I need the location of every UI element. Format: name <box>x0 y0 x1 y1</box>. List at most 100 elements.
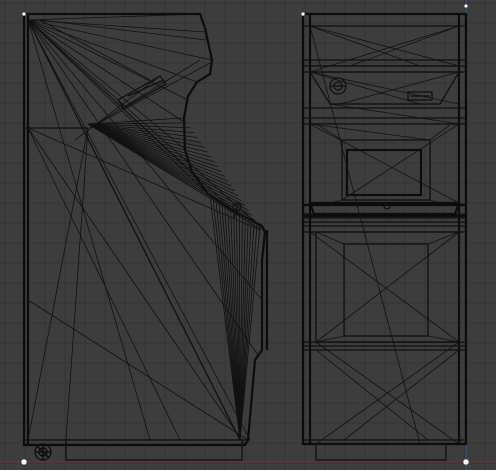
wire-edge <box>27 19 241 441</box>
arcade-cabinet-front-view[interactable] <box>300 3 470 466</box>
origin-vertex[interactable] <box>20 458 28 466</box>
wire-edge <box>27 19 259 356</box>
wire-edge <box>239 218 249 441</box>
wire-edge <box>239 222 255 441</box>
lower-door-panel <box>343 243 429 337</box>
wire-edge <box>309 123 460 204</box>
screen-display <box>345 148 423 197</box>
wire-edge <box>230 208 241 441</box>
wire-edge <box>239 215 243 441</box>
wire-edge <box>87 123 263 231</box>
wire-edge <box>329 103 460 125</box>
front-marquee <box>308 65 461 105</box>
wire-edge <box>309 25 460 67</box>
joystick-shaft <box>233 206 238 219</box>
wire-edge <box>27 19 251 441</box>
side-triangulation <box>27 13 263 446</box>
front-base-plinth <box>315 443 447 461</box>
wire-edge <box>27 19 213 61</box>
control-panel-detail <box>117 75 167 109</box>
wire-edge <box>227 206 241 441</box>
wire-edge <box>87 117 185 125</box>
lower-door-outer <box>315 231 460 343</box>
wire-edge <box>74 75 161 141</box>
wire-edge <box>27 19 211 197</box>
wire-edge <box>87 123 191 129</box>
wire-edge <box>27 19 263 229</box>
wire-edge <box>239 217 246 441</box>
wire-edge <box>87 123 246 207</box>
wire-edge <box>224 204 241 441</box>
control-deck <box>308 201 461 216</box>
wire-edge <box>309 25 460 73</box>
wire-edge <box>87 123 232 187</box>
wire-edge <box>233 210 241 441</box>
caster-wheel <box>34 443 52 461</box>
wire-edge <box>339 71 460 105</box>
front-joystick-knob[interactable] <box>383 202 391 210</box>
wire-edge <box>87 123 212 158</box>
joystick-knob[interactable] <box>232 202 242 212</box>
wire-edge <box>343 349 460 441</box>
wire-edge <box>27 19 263 301</box>
wire-edge <box>87 123 222 172</box>
wire-edge <box>87 123 242 202</box>
wire-edge <box>341 123 460 201</box>
wire-edge <box>87 123 198 138</box>
wire-edge <box>309 25 421 67</box>
screen-bevel-lines <box>317 124 451 207</box>
wire-edge <box>87 123 229 182</box>
origin-vertex[interactable] <box>463 3 469 9</box>
wire-edge <box>87 123 219 168</box>
wire-edge <box>39 19 207 41</box>
wire-edge <box>89 61 213 129</box>
wire-edge <box>27 127 261 231</box>
wire-edge <box>221 203 241 441</box>
wire-edge <box>87 123 236 192</box>
wire-edge <box>89 59 201 129</box>
wire-edge <box>215 199 241 441</box>
wire-edge <box>349 25 460 67</box>
wire-edge <box>27 19 187 151</box>
wire-edge <box>87 123 249 211</box>
wire-edge <box>87 123 205 148</box>
wire-edge <box>87 123 239 197</box>
wire-edge <box>315 231 460 343</box>
wire-edge <box>27 19 185 123</box>
wire-edge <box>65 127 89 441</box>
wire-edge <box>309 25 421 445</box>
wire-edge <box>27 127 89 441</box>
wire-edge <box>309 231 460 343</box>
wire-edge <box>87 123 253 216</box>
wire-edge <box>236 211 241 441</box>
wire-edge <box>27 19 151 441</box>
wire-edge <box>239 225 261 441</box>
wire-edge <box>239 224 258 441</box>
arcade-cabinet-side-view[interactable] <box>20 11 269 466</box>
wire-edge <box>87 123 208 153</box>
origin-vertex[interactable] <box>300 11 306 17</box>
origin-vertex[interactable] <box>462 458 470 466</box>
wire-edge <box>27 127 181 441</box>
lower-door-bevel <box>315 231 460 343</box>
wire-edge <box>309 71 421 105</box>
wire-edge <box>239 213 241 441</box>
wire-edge <box>218 201 241 441</box>
wire-edge <box>315 349 429 441</box>
side-base-plinth <box>65 439 243 461</box>
front-triangulation <box>309 25 460 445</box>
wire-edge <box>87 123 215 163</box>
wire-edge <box>309 71 460 105</box>
wire-edge <box>39 19 151 81</box>
wire-edge <box>87 123 256 221</box>
wire-edge <box>209 195 241 441</box>
wire-edge <box>87 123 202 143</box>
wire-edge <box>87 123 225 177</box>
origin-vertex[interactable] <box>21 11 27 17</box>
wire-edge <box>212 197 241 441</box>
wire-edge <box>315 341 460 445</box>
wire-edge <box>27 13 201 21</box>
wire-edge <box>239 220 252 441</box>
